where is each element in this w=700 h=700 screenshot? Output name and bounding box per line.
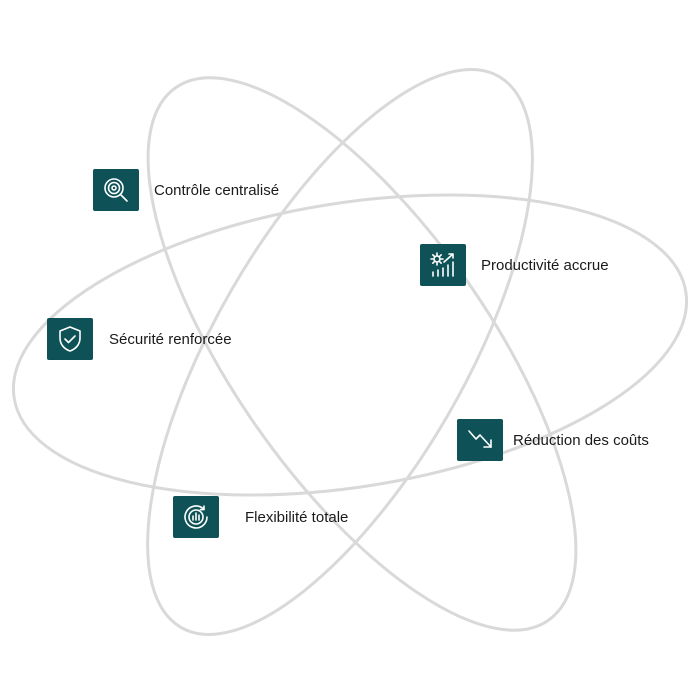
benefit-cost-reduction: Réduction des coûts (457, 419, 649, 461)
shield-check-icon (47, 318, 93, 360)
orbit-ellipse-3 (11, 193, 689, 497)
benefit-enhanced-security: Sécurité renforcée (47, 318, 232, 360)
magnifier-target-icon (93, 169, 139, 211)
orbit-ellipse-2 (146, 76, 578, 632)
benefit-label: Réduction des coûts (513, 431, 649, 449)
trending-down-icon (457, 419, 503, 461)
circular-bar-chart-icon (173, 496, 219, 538)
benefit-label: Sécurité renforcée (109, 330, 232, 348)
benefit-label: Contrôle centralisé (154, 181, 280, 199)
benefit-increased-productivity: Productivité accrue (420, 244, 609, 286)
benefit-total-flexibility: Flexibilité totale (173, 496, 348, 538)
benefit-label: Flexibilité totale (245, 508, 349, 526)
benefit-centralized-control: Contrôle centralisé (93, 169, 279, 211)
orbit-ellipse-1 (146, 68, 534, 636)
benefit-label: Productivité accrue (481, 256, 609, 274)
gear-growth-chart-icon (420, 244, 466, 286)
